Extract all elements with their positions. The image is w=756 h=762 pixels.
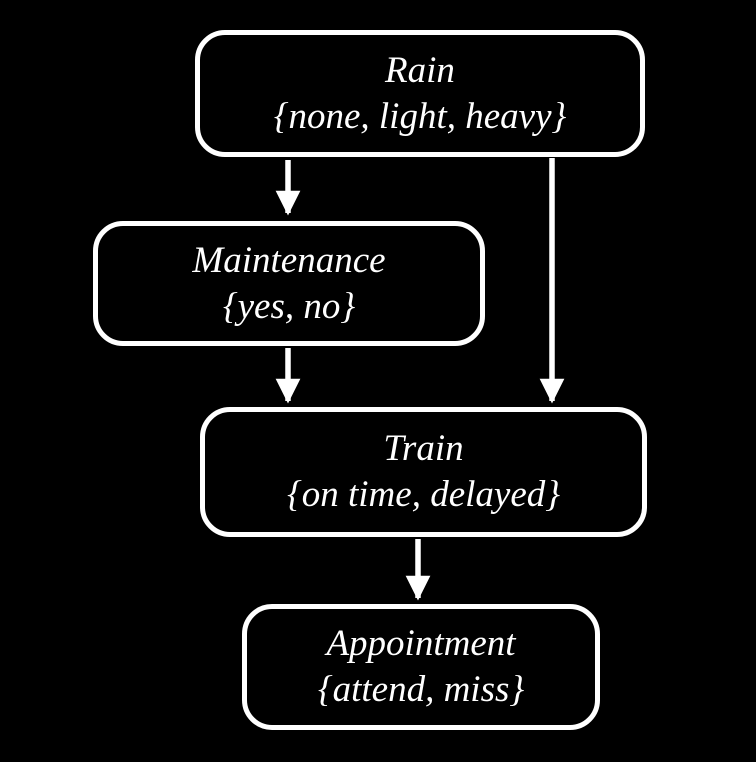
node-train: Train {on time, delayed}: [200, 407, 647, 537]
node-maintenance: Maintenance {yes, no}: [93, 221, 485, 346]
node-rain: Rain {none, light, heavy}: [195, 30, 645, 157]
node-maintenance-title: Maintenance: [192, 239, 386, 281]
node-train-values: {on time, delayed}: [286, 474, 561, 515]
node-rain-title: Rain: [385, 49, 455, 91]
node-maintenance-values: {yes, no}: [222, 285, 356, 327]
node-appointment-title: Appointment: [326, 623, 516, 664]
node-train-title: Train: [383, 428, 464, 469]
node-rain-values: {none, light, heavy}: [273, 95, 567, 137]
node-appointment: Appointment {attend, miss}: [242, 604, 600, 730]
node-appointment-values: {attend, miss}: [317, 669, 525, 710]
